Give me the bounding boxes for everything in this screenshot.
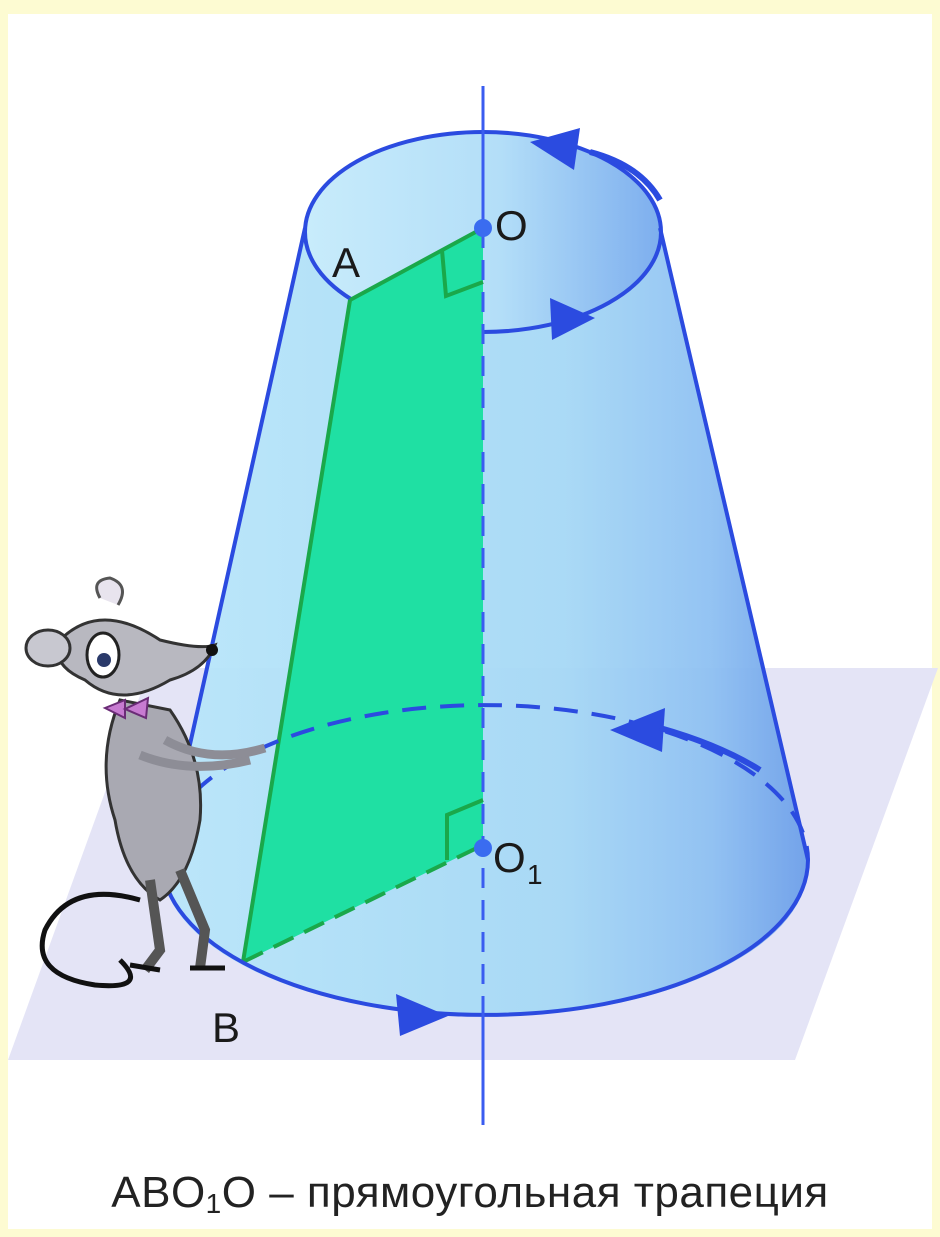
right-angle-mark-icon	[440, 249, 484, 299]
edge-OA	[349, 226, 484, 302]
edge-AB	[241, 299, 352, 963]
point-O	[474, 219, 492, 237]
caption-subscript: 1	[205, 1188, 222, 1219]
rotation-arrow-icon	[530, 128, 580, 170]
caption-prefix: ABO	[111, 1168, 206, 1217]
caption-suffix: O – прямоугольная трапеция	[221, 1168, 829, 1217]
rotation-arrow-icon	[659, 725, 762, 773]
label-O: O	[495, 202, 528, 249]
trapezoid-section	[243, 228, 483, 962]
rotation-arrow-icon	[550, 298, 595, 340]
edge-BO1	[242, 843, 484, 964]
label-O1: O	[493, 834, 526, 881]
right-angle-mark-icon	[445, 798, 484, 860]
label-O1-subscript: 1	[527, 859, 543, 890]
figure-caption: ABO1O – прямоугольная трапеция	[0, 1168, 940, 1220]
label-B: B	[212, 1004, 240, 1051]
point-O1	[474, 839, 492, 857]
generatrix-right	[658, 227, 810, 861]
mouse-character-icon	[24, 576, 267, 989]
rotation-arrow-icon	[610, 708, 665, 752]
rotation-arrow-icon	[589, 149, 663, 202]
rotation-arrow-icon	[396, 994, 448, 1036]
label-A: A	[332, 239, 360, 286]
